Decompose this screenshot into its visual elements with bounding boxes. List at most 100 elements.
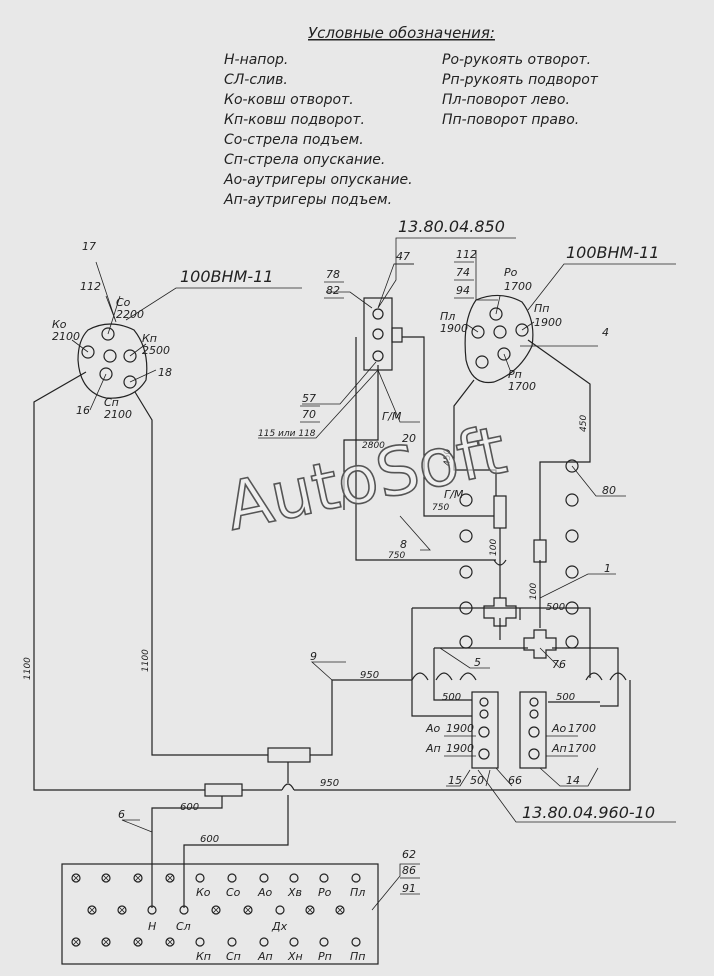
crossed-port [101,873,111,883]
crossed-port [133,937,143,947]
port-label: Пп [350,950,365,963]
cross-mark [88,906,96,914]
tees [204,495,547,797]
port-center [493,325,507,339]
crossed-port [165,937,175,947]
ref-number: 82 [326,284,340,297]
port-name: Пп [534,302,549,315]
loop [585,672,603,681]
ref-number: 62 [402,848,416,861]
pipe-loops [281,559,627,791]
hole [459,565,473,579]
ref-number: 16 [76,404,90,417]
ref-number: 50 [470,774,484,787]
panel-body [61,863,379,965]
ref-number: 1 [604,562,611,575]
ref-underline [454,261,474,299]
hole [565,565,579,579]
misc-refs: 80 1 5 76 9 6 [118,465,626,833]
block-note: 115 или 118 [258,429,316,439]
cross-mark [134,938,142,946]
port-name: Со [116,296,131,309]
port-sp [227,937,237,947]
hole [565,529,579,543]
cross-mark [166,874,174,882]
tee-vertical-a [493,495,507,529]
tee-vertical-b [533,539,547,563]
cross-mark [244,906,252,914]
port-label: Со [226,886,241,899]
pipe-left-outer [33,371,205,791]
length-label: 600 [200,834,219,845]
ref-number: 18 [158,366,172,379]
port-label: Рп [318,950,332,963]
pipe-dist-upper [412,607,591,678]
leader [371,863,420,911]
crossed-port [133,873,143,883]
block-hole [372,328,384,340]
crossed-port [101,937,111,947]
port-pressure: 1700 [508,380,536,393]
crossed-port [165,873,175,883]
ref-number: 4 [602,326,609,339]
port-label: Н [148,920,156,933]
port-kp [195,937,205,947]
cross-mark [118,906,126,914]
port-name: Ко [52,318,67,331]
block-bottom-left [471,691,499,769]
port-co [227,873,237,883]
ref-number: 86 [402,864,416,877]
port-pressure: 2100 [52,330,80,343]
legend-item: Пл-поворот лево. [442,92,570,108]
ref-number: 70 [302,408,316,421]
block-top: 13.80.04.850 47 78 82 57 70 20 8 115 или… [258,217,516,561]
crossed-port [71,873,81,883]
legend-item: Ап-аутригеры подъем. [223,192,392,208]
tee-upper [267,747,311,763]
connection-panel: 62 86 91 Ко Со Ао Хв Ро Пл [61,848,420,965]
port-label: Сл [176,920,191,933]
crossed-port [335,905,345,915]
legend-item: Со-стрела подъем. [224,132,364,148]
length-label: 950 [320,778,339,789]
port-pl [351,873,361,883]
port-dx [275,905,285,915]
length-label: 750 [388,551,405,561]
port-xn [289,937,299,947]
ref-number: 112 [456,248,477,261]
port-pp [515,323,529,337]
cross-mark [212,906,220,914]
hole [565,601,579,615]
ref-number: 9 [310,650,317,663]
ref-number: 91 [402,882,416,895]
port-pressure: 1900 [440,322,468,335]
port-name: Ап [425,742,441,755]
crossed-port [305,905,315,915]
length-labels: 1100 1100 450 450 100 100 500 500 500 95… [23,415,589,845]
panel-row-1: Ко Со Ао Хв Ро Пл [71,873,365,899]
length-label: 750 [432,503,449,513]
loop [609,672,627,681]
port-label: Дх [271,920,288,933]
loop [411,672,429,681]
length-label: 600 [180,802,199,813]
port-pl [471,325,485,339]
port-co [101,327,115,341]
tee-lower [204,783,243,797]
port-pressure: 1900 [534,316,562,329]
port-ko [81,345,95,359]
ref-number: 17 [82,240,96,253]
port-name: Ро [504,266,518,279]
hole [565,635,579,649]
crossed-port [211,905,221,915]
port-ko [195,873,205,883]
hole [565,459,579,473]
port-h [147,905,157,915]
ref-number: 8 [400,538,407,551]
crossed-port [117,905,127,915]
block-hole [528,726,540,738]
cross-mark [102,938,110,946]
ref-number: 57 [302,392,316,405]
pipe-left-inner [134,391,268,756]
